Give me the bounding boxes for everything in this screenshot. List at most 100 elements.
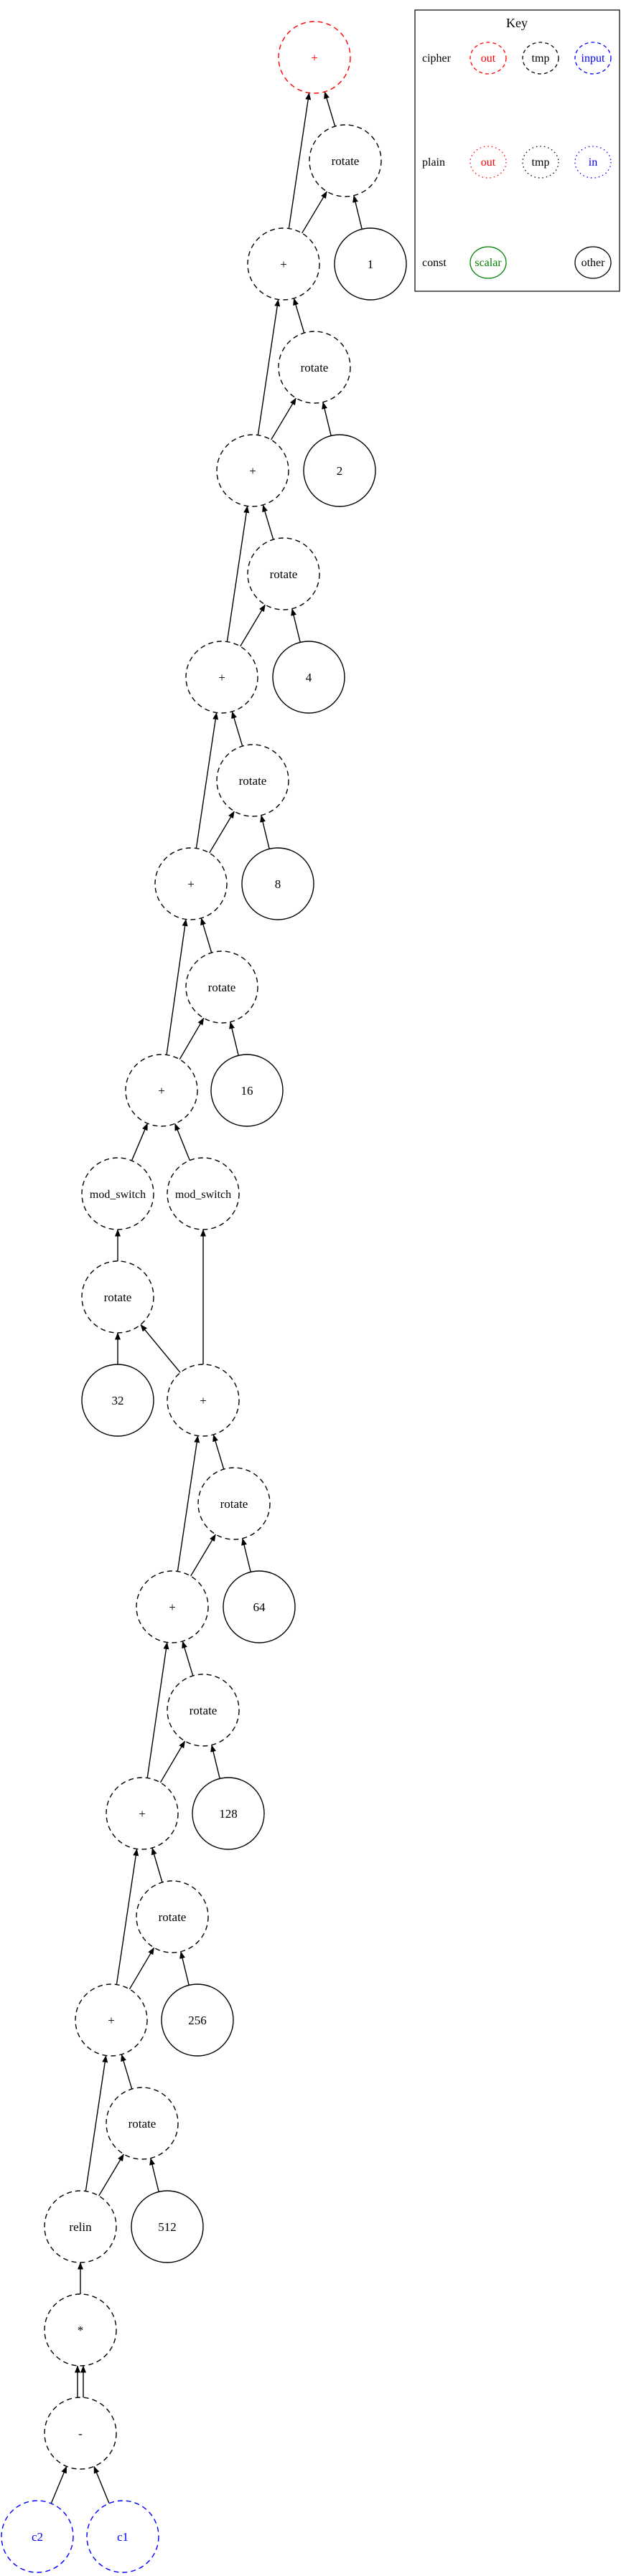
node-shape [131,2190,204,2263]
key-item-plain-out: out [470,146,507,179]
node-shape [192,1777,265,1850]
node-rot1: rotate [309,124,382,197]
key-legend: Key cipher out tmp input plain out tmp i… [414,9,620,292]
node-label: 16 [241,1084,253,1098]
node-shape [44,2293,117,2367]
node-shape [278,21,351,94]
edge-n_add64-to-n_rot64 [190,1534,216,1577]
node-rot8: rotate [216,744,289,817]
key-row-label-plain: plain [422,156,445,169]
node-label: + [187,877,195,891]
node-shape [106,1777,179,1850]
edge-n_add2-to-n_add1 [257,298,281,435]
node-shape [167,1674,240,1747]
node-shape [44,2190,117,2263]
node-label: + [249,464,256,478]
node-relin: relin [44,2190,117,2263]
node-label: rotate [208,981,236,994]
node-shape [75,1983,148,2057]
node-label: rotate [220,1497,248,1511]
node-label: 512 [158,2220,177,2234]
node-c4: 4 [272,641,345,714]
node-out: + [278,21,351,94]
node-shape [125,1054,198,1127]
node-label: * [78,2323,84,2337]
node-label: c2 [32,2530,43,2544]
edge-n_c16-to-n_rot16 [229,1022,239,1056]
edge-n_rot2-to-n_add1 [293,298,305,334]
node-e2: c2 [1,2500,74,2573]
edge-n_c8-to-n_rot8 [260,815,270,849]
edge-n_rot4-to-n_add2 [262,504,274,540]
node-label: - [78,2427,83,2440]
node-add8: + [154,847,228,920]
edge-n_add8-to-n_add4 [195,712,219,849]
node-label: relin [69,2220,92,2234]
edge-n_rot64-to-n_add32 [212,1434,225,1470]
node-shape [223,1570,296,1643]
edge-n_add1-to-n_rot1 [302,191,327,234]
node-label: 128 [219,1807,238,1821]
node-label: + [108,2014,115,2027]
node-label: rotate [159,1910,187,1924]
node-e1: c1 [86,2500,159,2573]
node-shape [136,1880,209,1953]
node-c256: 256 [161,1983,234,2057]
node-add256: + [75,1983,148,2057]
node-label: + [218,671,225,684]
key-item-const-other: other [574,246,612,279]
node-shape [247,537,320,610]
node-rot4: rotate [247,537,320,610]
node-label: + [280,258,287,271]
node-shape [210,1054,284,1127]
edge-n_c1-to-n_rot1 [352,195,363,230]
node-label: rotate [301,361,329,374]
edge-n_add64-to-n_add32 [177,1435,200,1572]
node-shape [167,1364,240,1437]
node-c128: 128 [192,1777,265,1850]
node-rot16: rotate [185,950,258,1024]
node-add16: + [125,1054,198,1127]
node-shape [303,434,376,507]
key-item-plain-out-label: out [481,156,496,169]
node-label: mod_switch [175,1189,231,1201]
node-shape [272,641,345,714]
node-label: rotate [270,567,298,581]
edge-n_c128-to-n_rot128 [210,1745,220,1779]
node-label: 1 [368,258,374,271]
node-label: 32 [112,1394,124,1407]
node-shape [241,847,314,920]
node-shape [44,2397,117,2470]
edge-n_e2-to-n_sub [50,2466,67,2504]
edge-n_e1-to-n_sub [93,2466,110,2504]
key-item-plain-in-label: in [589,156,597,169]
node-add4: + [185,641,258,714]
node-label: + [158,1084,165,1098]
node-shape [197,1467,271,1540]
node-shape [81,1364,154,1437]
key-row-label-const: const [422,257,447,269]
node-shape [247,227,320,301]
graph-nodes: +rotate1+rotate2+rotate4+rotate8+rotate1… [1,21,407,2573]
key-border [414,9,620,292]
node-c2: 2 [303,434,376,507]
edge-n_c64-to-n_rot64 [241,1538,251,1572]
key-row-label-cipher: cipher [422,52,452,65]
node-label: + [139,1807,146,1821]
key-item-cipher-tmp-label: tmp [532,52,550,65]
node-label: rotate [190,1704,218,1717]
node-label: rotate [332,154,360,168]
edge-n_add4-to-n_add2 [226,505,250,642]
node-shape [216,434,289,507]
node-shape [154,847,228,920]
node-label: rotate [129,2117,156,2131]
node-label: + [169,1600,176,1614]
node-shape [167,1157,240,1230]
key-item-cipher-input-label: input [581,52,605,65]
node-ms2: mod_switch [167,1157,240,1230]
edge-n_c512-to-n_rot512 [149,2158,159,2192]
node-label: + [311,51,318,65]
node-label: rotate [104,1291,132,1304]
node-c16: 16 [210,1054,284,1127]
